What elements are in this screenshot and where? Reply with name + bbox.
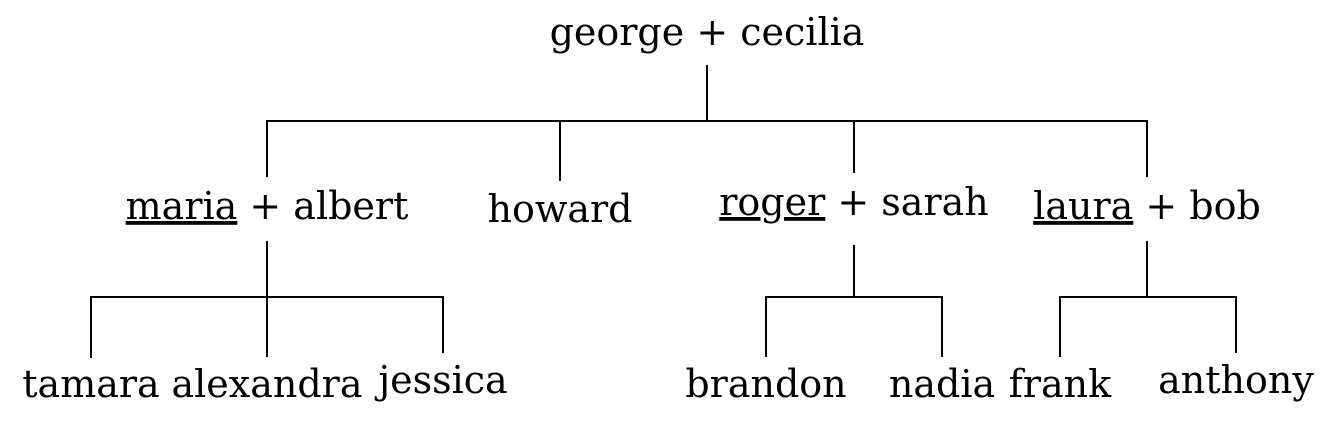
couple-joiner: + bbox=[237, 184, 293, 228]
node-frank: frank bbox=[1009, 362, 1112, 406]
couple-joiner: + bbox=[825, 180, 881, 224]
person-name-george: george bbox=[550, 10, 685, 54]
couple-joiner: + bbox=[684, 10, 740, 54]
node-alexandra: alexandra bbox=[171, 362, 362, 406]
connector-lines bbox=[90, 65, 1237, 358]
node-roger-couple: roger + sarah bbox=[719, 180, 988, 224]
node-maria-couple: maria + albert bbox=[126, 184, 409, 228]
person-name-bob: bob bbox=[1189, 184, 1261, 228]
person-name-maria: maria bbox=[126, 184, 238, 228]
node-tamara: tamara bbox=[22, 362, 159, 406]
node-howard: howard bbox=[487, 187, 632, 231]
person-name-sarah: sarah bbox=[881, 180, 988, 224]
node-laura-couple: laura + bob bbox=[1033, 184, 1261, 228]
person-name-albert: albert bbox=[293, 184, 408, 228]
node-brandon: brandon bbox=[685, 362, 846, 406]
node-root-couple: george + cecilia bbox=[550, 10, 865, 54]
person-name-cecilia: cecilia bbox=[740, 10, 864, 54]
node-anthony: anthony bbox=[1158, 358, 1314, 402]
person-name-roger: roger bbox=[719, 180, 826, 224]
node-jessica: jessica bbox=[374, 358, 507, 402]
person-name-laura: laura bbox=[1033, 184, 1133, 228]
couple-joiner: + bbox=[1133, 184, 1189, 228]
node-nadia: nadia bbox=[889, 362, 995, 406]
